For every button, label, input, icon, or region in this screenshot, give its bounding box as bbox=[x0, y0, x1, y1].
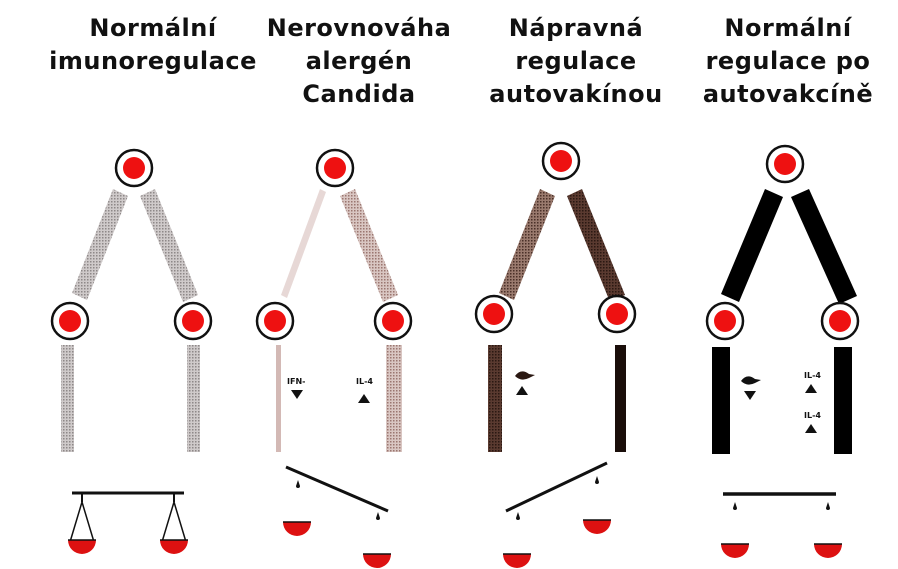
panel-4-left-cell bbox=[707, 303, 743, 339]
panel-1 bbox=[52, 150, 211, 554]
panel-1-upper-right-bar bbox=[140, 189, 198, 302]
panel-3 bbox=[476, 143, 635, 568]
panel-4: IL-4 IL-4 bbox=[707, 146, 858, 558]
panel-2-il4-label: IL-4 bbox=[356, 377, 373, 386]
panel-4-balance-scale bbox=[721, 494, 842, 558]
panel-4-upper-right-bar bbox=[791, 189, 857, 304]
panel-3-right-cell bbox=[599, 296, 635, 332]
panel-3-upper-left-bar bbox=[499, 189, 555, 300]
panel-4-il-label-2: IL-4 bbox=[804, 411, 821, 420]
panel-2-lower-right-bar bbox=[386, 345, 402, 452]
panel-1-balance-scale bbox=[68, 493, 188, 554]
panel-3-signal-glyph bbox=[515, 371, 535, 379]
panel-3-up-triangle bbox=[516, 386, 528, 395]
panel-4-lower-left-bar bbox=[712, 347, 730, 454]
panel-2-left-cell bbox=[257, 303, 293, 339]
panel-4-il-label-1: IL-4 bbox=[804, 371, 821, 380]
panel-3-left-cell bbox=[476, 296, 512, 332]
panel-1-left-cell bbox=[52, 303, 88, 339]
panel-4-lower-right-bar bbox=[834, 347, 852, 454]
panel-3-lower-right-bar bbox=[615, 345, 626, 452]
panel-2-il4-up-triangle bbox=[358, 394, 370, 403]
panel-1-right-cell bbox=[175, 303, 211, 339]
panel-2-upper-left-bar bbox=[281, 189, 326, 298]
panel-1-top-cell bbox=[116, 150, 152, 186]
panel-3-lower-left-bar bbox=[488, 345, 502, 452]
panel-2-upper-right-bar bbox=[340, 189, 398, 302]
panel-2-top-cell bbox=[317, 150, 353, 186]
panel-2-ifn-label: IFN- bbox=[287, 377, 305, 386]
panel-4-up-triangle-1 bbox=[805, 384, 817, 393]
panel-1-upper-left-bar bbox=[72, 189, 128, 300]
panel-1-lower-right-bar bbox=[187, 345, 200, 452]
panel-3-upper-right-bar bbox=[567, 189, 625, 302]
panel-3-top-cell bbox=[543, 143, 579, 179]
panel-2-right-cell bbox=[375, 303, 411, 339]
panel-2-balance-scale bbox=[283, 467, 391, 568]
panel-4-top-cell bbox=[767, 146, 803, 182]
panel-4-signal-glyph bbox=[741, 376, 761, 384]
panel-4-right-cell bbox=[822, 303, 858, 339]
panel-4-up-triangle-2 bbox=[805, 424, 817, 433]
panel-2: IFN- IL-4 bbox=[257, 150, 411, 568]
panel-4-down-triangle bbox=[744, 391, 756, 400]
panel-1-lower-left-bar bbox=[61, 345, 74, 452]
panel-4-upper-left-bar bbox=[721, 189, 783, 302]
panel-3-balance-scale bbox=[503, 463, 611, 568]
panel-2-lower-left-bar bbox=[276, 345, 281, 452]
panel-2-ifn-down-triangle bbox=[291, 390, 303, 399]
